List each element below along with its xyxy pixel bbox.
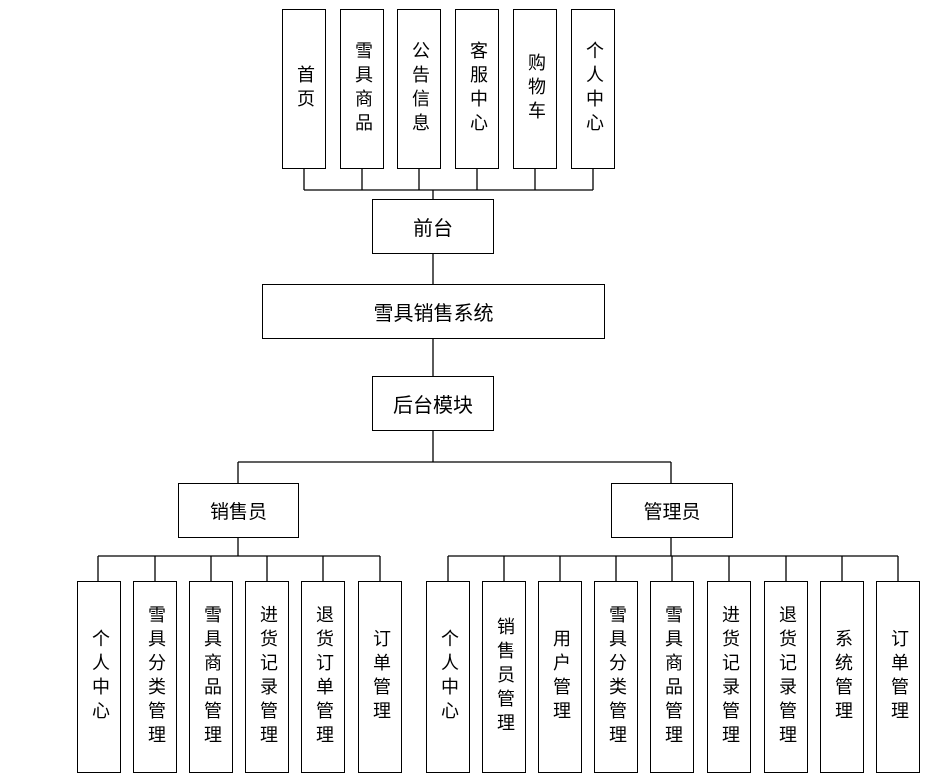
sales-item-category-management: 雪具分类管理 — [133, 581, 177, 773]
admin-item-product-management: 雪具商品管理 — [650, 581, 694, 773]
admin-item-system-management: 系统管理 — [820, 581, 864, 773]
admin-item-return-records: 退货记录管理 — [764, 581, 808, 773]
node-label: 雪具分类管理 — [145, 605, 166, 749]
admin-item-purchase-records: 进货记录管理 — [707, 581, 751, 773]
node-label: 订单管理 — [370, 629, 391, 725]
admin-item-sales-staff-management: 销售员管理 — [482, 581, 526, 773]
backend-node: 后台模块 — [372, 376, 494, 431]
node-label: 雪具商品 — [352, 41, 373, 137]
frontend-item-personal-center: 个人中心 — [571, 9, 615, 169]
admin-item-category-management: 雪具分类管理 — [594, 581, 638, 773]
node-label: 前台 — [413, 216, 453, 240]
node-label: 销售员管理 — [494, 617, 515, 737]
admin-item-personal-center: 个人中心 — [426, 581, 470, 773]
admin-item-user-management: 用户管理 — [538, 581, 582, 773]
node-label: 个人中心 — [583, 41, 604, 137]
node-label: 雪具商品管理 — [662, 605, 683, 749]
root-node: 雪具销售系统 — [262, 284, 605, 339]
frontend-item-snow-gear-products: 雪具商品 — [340, 9, 384, 169]
node-label: 首页 — [294, 65, 315, 113]
frontend-item-shopping-cart: 购物车 — [513, 9, 557, 169]
node-label: 系统管理 — [832, 629, 853, 725]
frontend-item-customer-service: 客服中心 — [455, 9, 499, 169]
sales-item-order-management: 订单管理 — [358, 581, 402, 773]
node-label: 退货记录管理 — [776, 605, 797, 749]
sales-item-product-management: 雪具商品管理 — [189, 581, 233, 773]
sales-item-personal-center: 个人中心 — [77, 581, 121, 773]
node-label: 个人中心 — [89, 629, 110, 725]
node-label: 销售员 — [209, 501, 267, 523]
node-label: 客服中心 — [467, 41, 488, 137]
node-label: 进货记录管理 — [719, 605, 740, 749]
frontend-item-home: 首页 — [282, 9, 326, 169]
admin-item-order-management: 订单管理 — [876, 581, 920, 773]
node-label: 购物车 — [525, 53, 546, 125]
node-label: 公告信息 — [409, 41, 430, 137]
node-label: 雪具商品管理 — [201, 605, 222, 749]
node-label: 个人中心 — [438, 629, 459, 725]
frontend-item-announcements: 公告信息 — [397, 9, 441, 169]
frontend-node: 前台 — [372, 199, 494, 254]
sales-item-purchase-records: 进货记录管理 — [245, 581, 289, 773]
node-label: 雪具分类管理 — [606, 605, 627, 749]
node-label: 后台模块 — [393, 393, 473, 417]
node-label: 雪具销售系统 — [373, 301, 494, 325]
node-label: 退货订单管理 — [313, 605, 334, 749]
sales-item-return-orders: 退货订单管理 — [301, 581, 345, 773]
node-label: 用户管理 — [550, 629, 571, 725]
admin-node: 管理员 — [611, 483, 733, 538]
node-label: 管理员 — [643, 501, 701, 523]
sales-node: 销售员 — [178, 483, 299, 538]
node-label: 进货记录管理 — [257, 605, 278, 749]
node-label: 订单管理 — [888, 629, 909, 725]
